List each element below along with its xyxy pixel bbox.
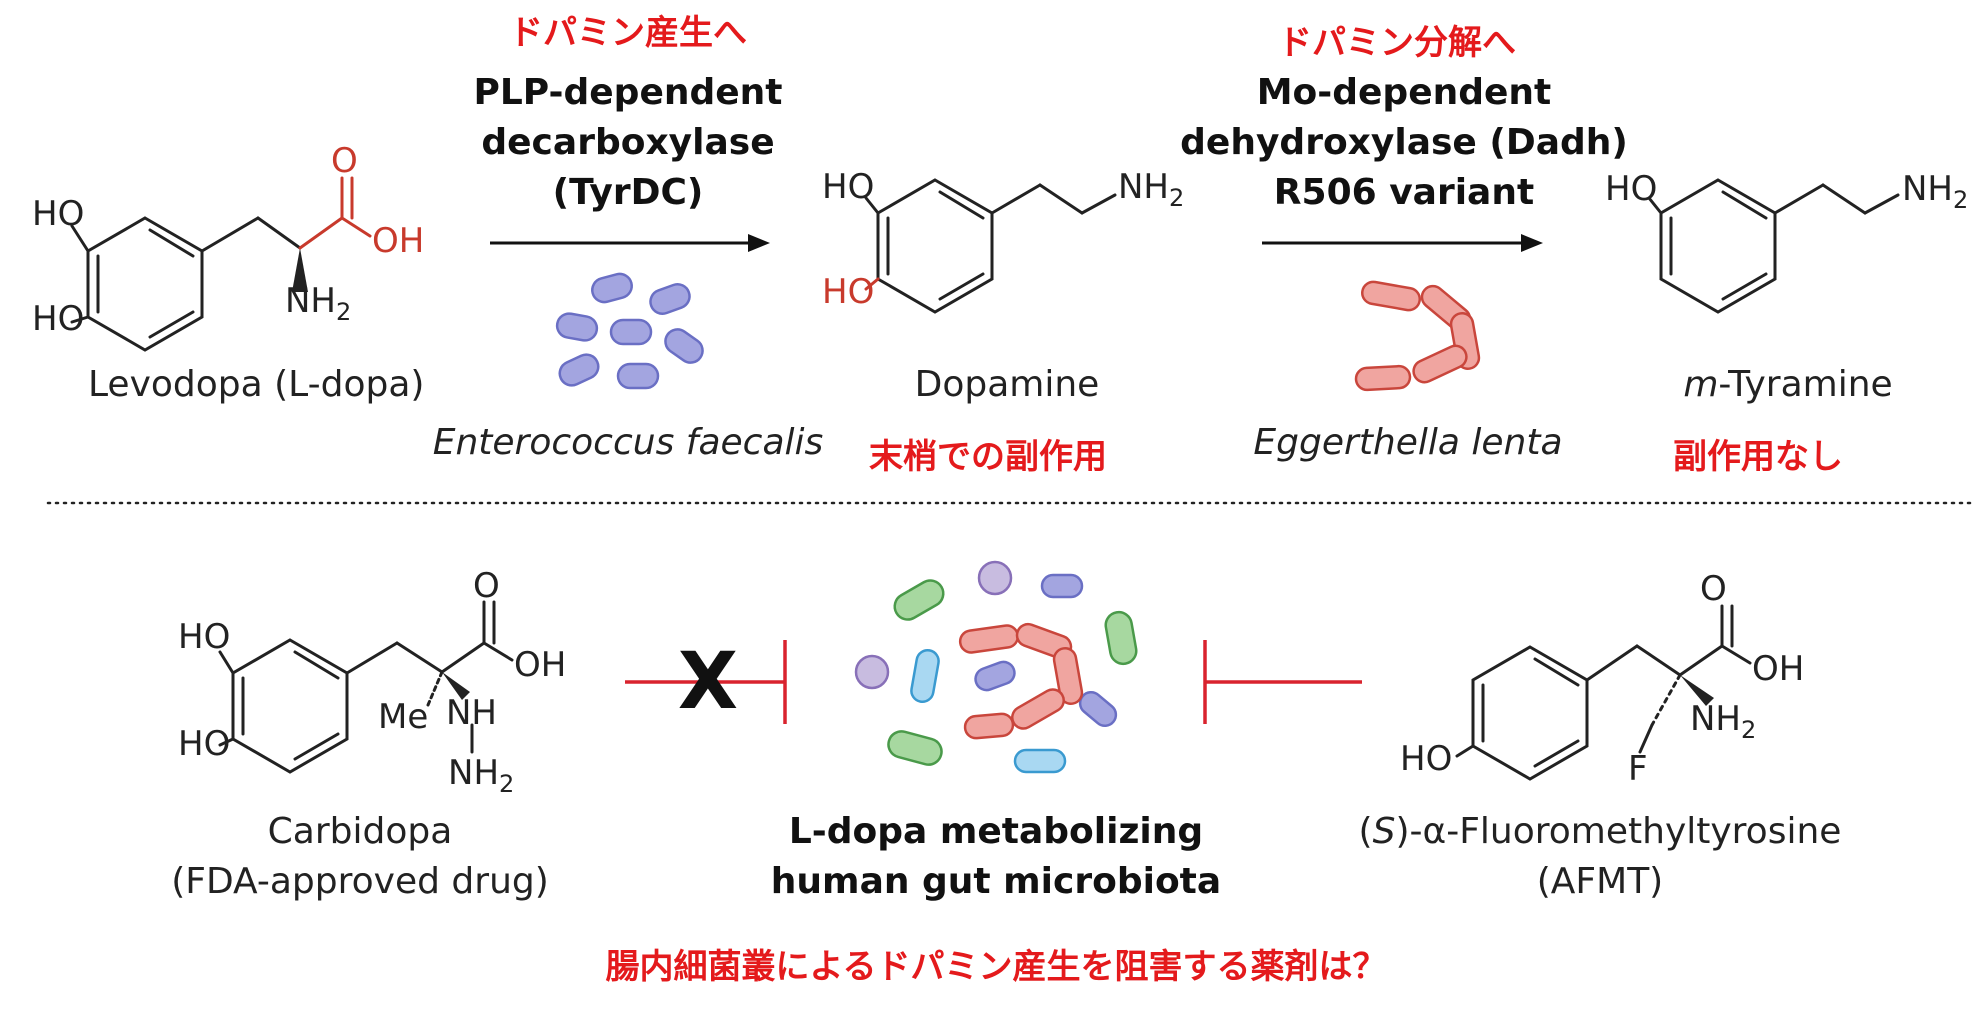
mtyramine-structure: HO NH2 m-Tyramine 副作用なし <box>1605 169 1968 477</box>
mtyramine-label: m-Tyramine <box>1683 364 1892 405</box>
afmt-f: F <box>1628 749 1648 789</box>
afmt-o: O <box>1700 569 1727 609</box>
afmt-label-line2: (AFMT) <box>1537 861 1663 902</box>
blocked-x-mark: X <box>678 637 738 727</box>
bottom-question: 腸内細菌叢によるドパミン産生を阻害する薬剤は？ <box>606 947 1387 987</box>
afmt-ho: HO <box>1400 739 1452 779</box>
afmt-label-line1: (S)-α-Fluoromethyltyrosine <box>1359 811 1842 852</box>
carbidopa-structure: HO HO O OH Me NH NH2 Carbidopa (FDA-appr… <box>171 566 566 902</box>
dopamine-label: Dopamine <box>915 364 1100 405</box>
levodopa-ho-bottom: HO <box>32 299 84 339</box>
carbidopa-o: O <box>473 566 500 606</box>
step1-note: ドパミン産生へ <box>509 13 747 53</box>
step1-group: ドパミン産生へ PLP-dependent decarboxylase (Tyr… <box>433 13 824 463</box>
microbiota-label-line2: human gut microbiota <box>771 861 1221 902</box>
levodopa-structure: HO HO O OH NH2 Levodopa (L-dopa) <box>32 141 424 405</box>
dopamine-ho-top: HO <box>822 167 874 207</box>
carbidopa-nh2: NH2 <box>448 753 514 798</box>
dopamine-ho-bottom: HO <box>822 272 874 312</box>
eggerthella-bacteria-icon <box>1354 280 1481 392</box>
step2-organism: Eggerthella lenta <box>1253 422 1562 463</box>
dopamine-nh: NH2 <box>1118 167 1184 212</box>
step1-enzyme-line2: decarboxylase <box>481 122 774 163</box>
step2-group: ドパミン分解へ Mo-dependent dehydroxylase (Dadh… <box>1180 23 1628 463</box>
mtyramine-ho: HO <box>1605 169 1657 209</box>
carbidopa-label-line1: Carbidopa <box>268 811 453 852</box>
levodopa-oh: OH <box>372 221 424 261</box>
carbidopa-ho-bottom: HO <box>178 724 230 764</box>
levodopa-label: Levodopa (L-dopa) <box>88 364 424 405</box>
levodopa-nh: NH2 <box>285 281 351 326</box>
afmt-structure: HO O OH NH2 F (S)-α-Fluoromethyltyrosine… <box>1359 569 1842 902</box>
step1-enzyme-line1: PLP-dependent <box>473 72 782 113</box>
carbidopa-label-line2: (FDA-approved drug) <box>171 861 549 902</box>
afmt-nh: NH2 <box>1690 699 1756 744</box>
mtyramine-nh: NH2 <box>1902 169 1968 214</box>
step2-arrowhead <box>1521 234 1543 252</box>
dopamine-side-effect-note: 末梢での副作用 <box>869 437 1107 477</box>
afmt-inhibition <box>1203 640 1362 724</box>
levodopa-ho-top: HO <box>32 194 84 234</box>
step2-enzyme-line2: dehydroxylase (Dadh) <box>1180 122 1628 163</box>
carbidopa-me: Me <box>378 697 428 737</box>
carbidopa-nh: NH <box>446 693 497 733</box>
gut-microbiota-cluster-icon <box>854 560 1138 774</box>
step2-note: ドパミン分解へ <box>1278 23 1516 63</box>
carbidopa-inhibition-blocked: X <box>625 637 787 727</box>
step2-enzyme-line1: Mo-dependent <box>1257 72 1552 113</box>
step1-organism: Enterococcus faecalis <box>433 422 824 463</box>
carbidopa-oh: OH <box>514 645 566 685</box>
enterococcus-bacteria-icon <box>555 272 704 390</box>
step1-arrowhead <box>748 234 770 252</box>
afmt-oh: OH <box>1752 649 1804 689</box>
step1-enzyme-line3: (TyrDC) <box>553 172 704 213</box>
levodopa-o: O <box>331 141 358 181</box>
microbiota-label-line1: L-dopa metabolizing <box>789 811 1203 852</box>
mtyramine-no-side-effect-note: 副作用なし <box>1673 437 1843 477</box>
step2-enzyme-line3: R506 variant <box>1274 172 1534 213</box>
dopamine-structure: HO HO NH2 Dopamine 末梢での副作用 <box>822 167 1184 477</box>
carbidopa-ho-top: HO <box>178 617 230 657</box>
